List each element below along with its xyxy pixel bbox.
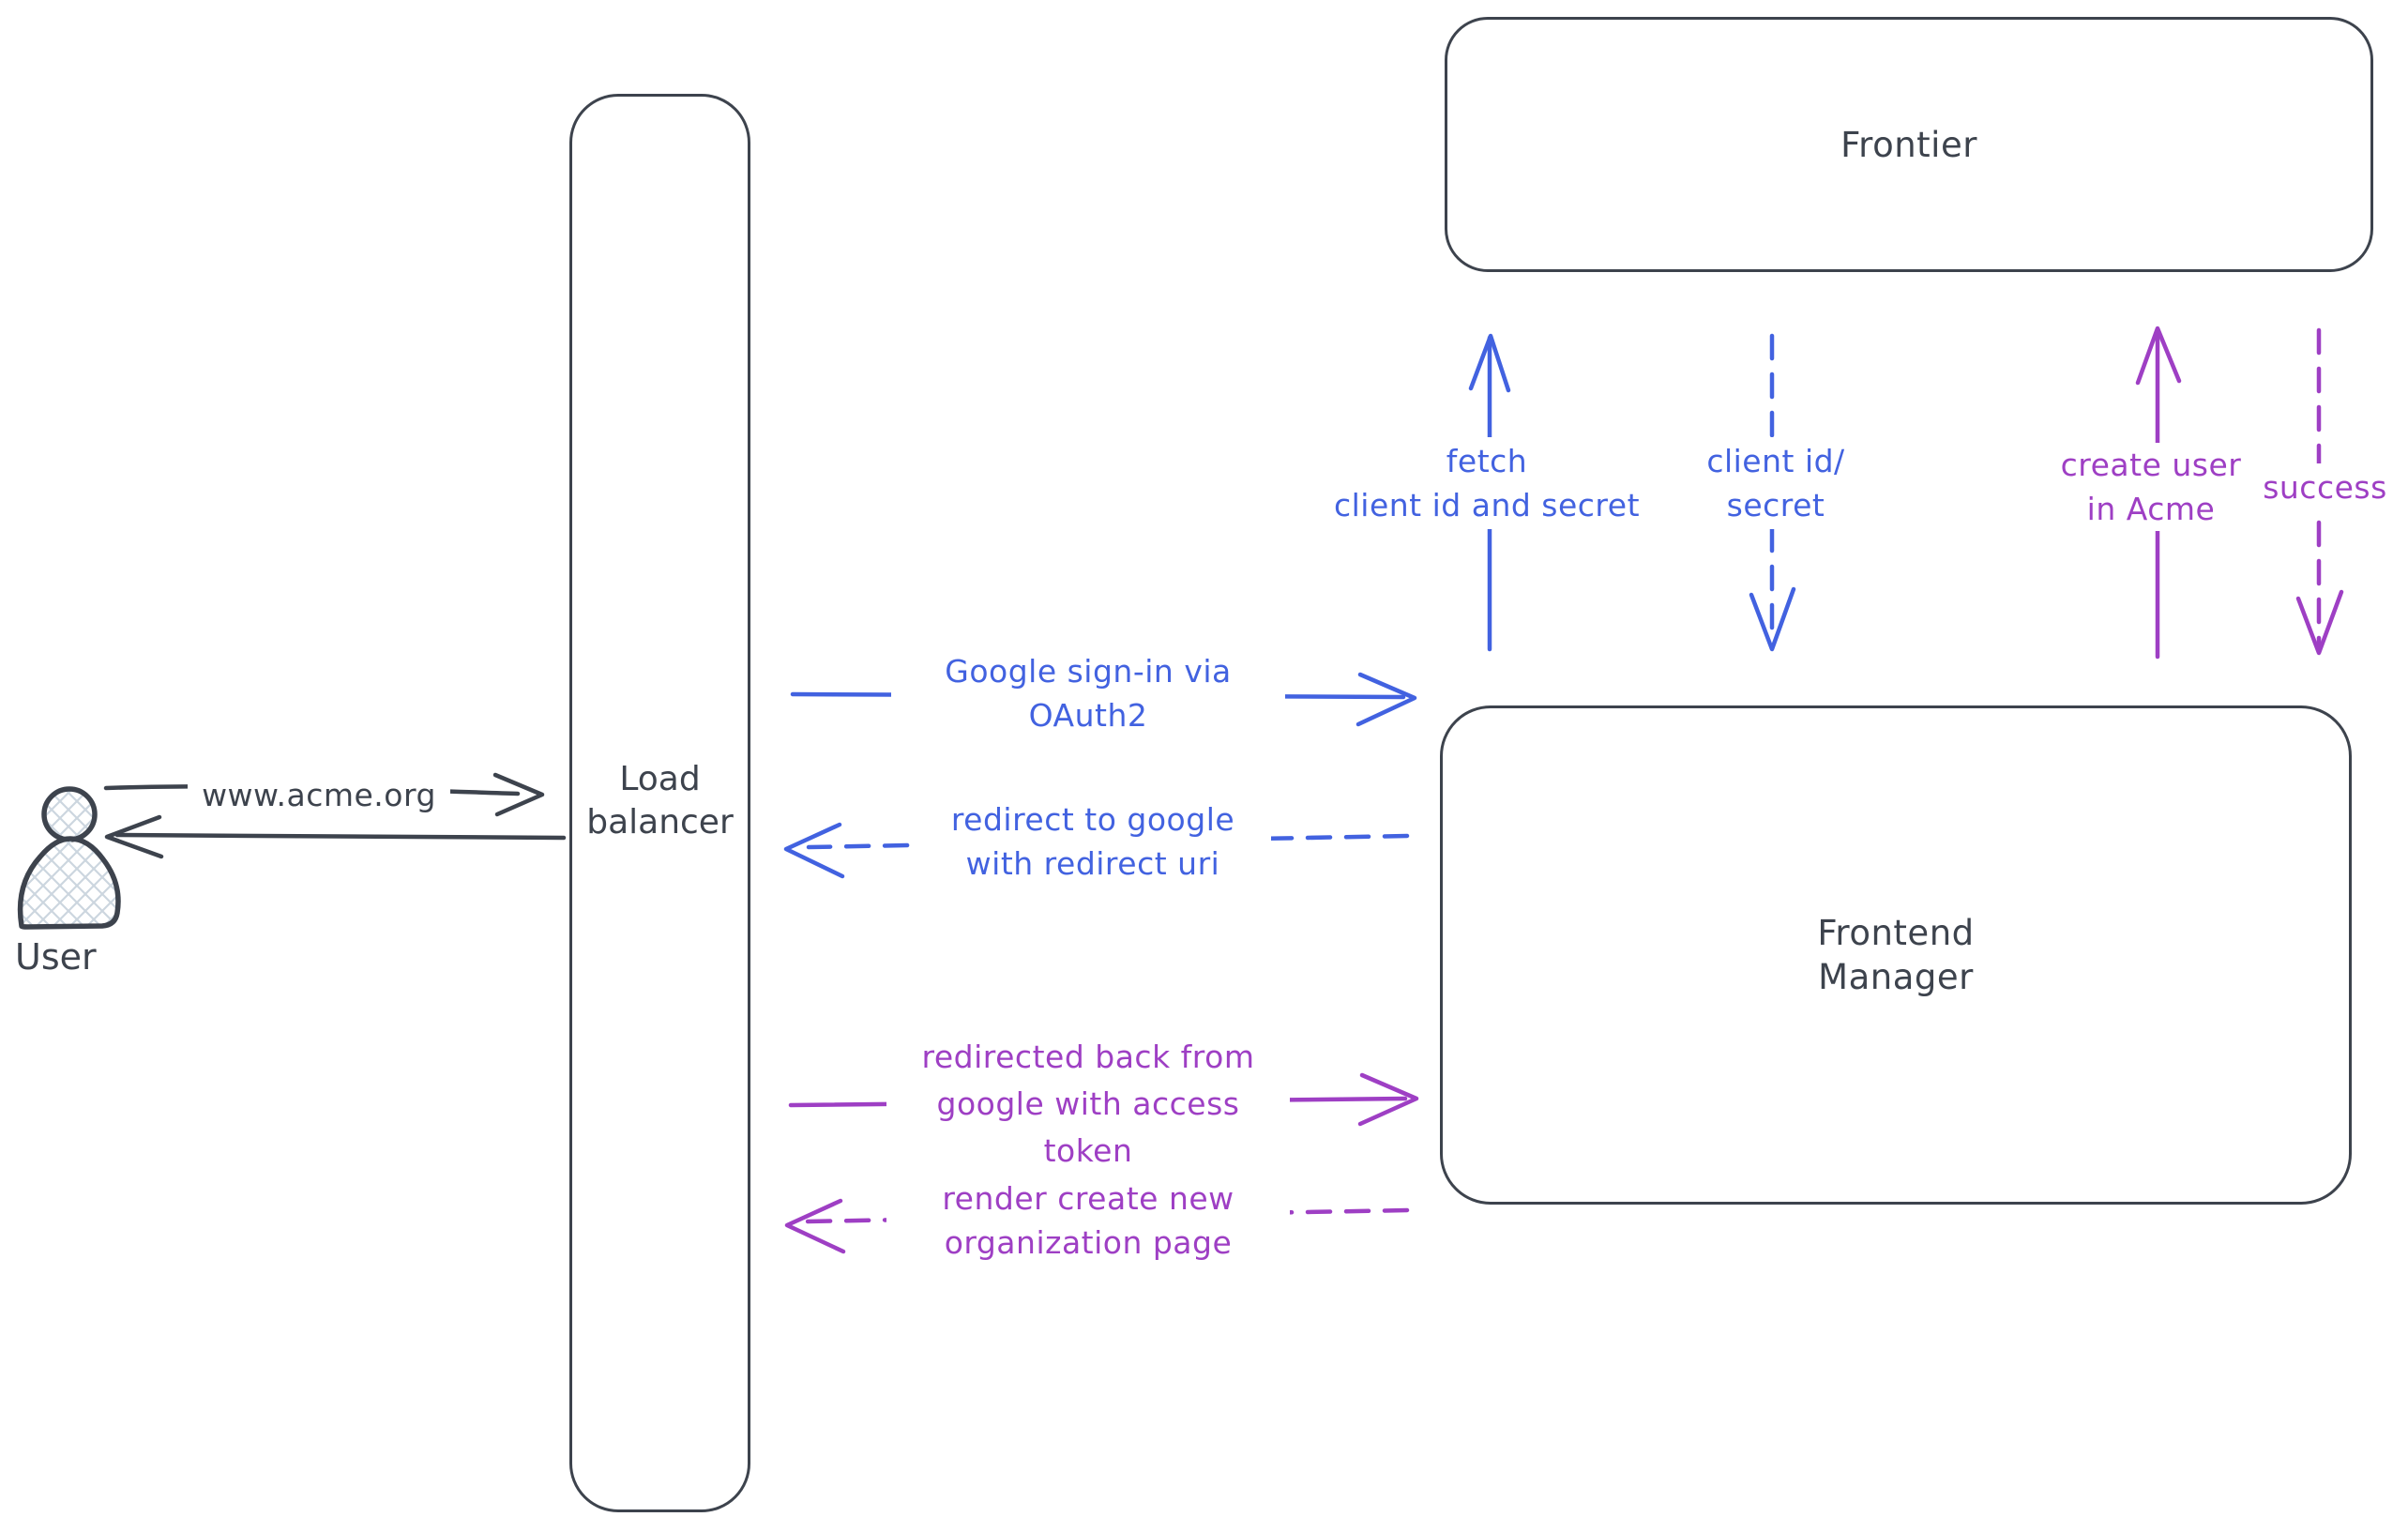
edge-label-fetch-client: fetch client id and secret <box>1280 437 1693 529</box>
node-frontier-label: Frontier <box>1840 124 1977 165</box>
node-load-balancer-label: Load balancer <box>586 760 734 842</box>
node-load-balancer <box>569 94 750 1512</box>
arrow-acme-reply <box>104 814 567 859</box>
node-frontend-manager-label: Frontend Manager <box>1817 913 1975 997</box>
edge-label-create-user: create user in Acme <box>2001 441 2301 533</box>
arrow-redirect-to-google <box>783 822 1410 879</box>
edge-label-client-id-secret: client id/ secret <box>1654 437 1898 529</box>
edge-label-redirect-to-google: redirect to google with redirect uri <box>915 796 1271 887</box>
node-frontend-manager: Frontend Manager <box>1440 705 2352 1205</box>
node-frontier: Frontier <box>1445 17 2373 272</box>
node-user-label: User <box>15 936 97 978</box>
edge-label-render-new-org: render create new organization page <box>886 1175 1290 1267</box>
edge-label-success: success <box>2248 463 2402 511</box>
edge-label-google-signin: Google sign-in via OAuth2 <box>891 647 1285 739</box>
edge-label-redirected-back: redirected back from google with access … <box>886 1032 1290 1176</box>
user-icon <box>17 786 121 930</box>
edge-label-acme-url: www.acme.org <box>188 771 450 819</box>
